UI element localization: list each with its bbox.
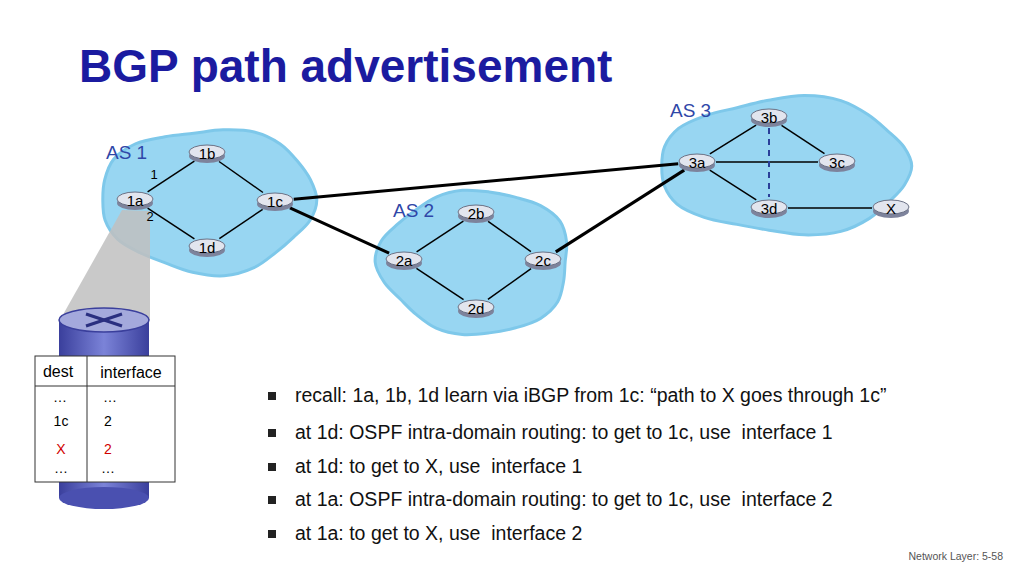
database-top xyxy=(59,308,149,332)
router-node: X xyxy=(872,197,910,219)
router-node: 1c xyxy=(256,190,294,212)
router-name: 2a xyxy=(396,253,413,268)
router-arrow xyxy=(86,314,122,326)
link-line xyxy=(416,268,463,299)
bullet-text: at 1d: to get to X, use interface 1 xyxy=(295,457,582,477)
cloud-outline xyxy=(375,190,567,335)
link-line xyxy=(290,208,389,253)
table-cell: … xyxy=(103,390,117,404)
router-node: 3c xyxy=(818,151,856,173)
router-name: 2b xyxy=(468,206,485,221)
table-header: interface xyxy=(100,365,161,381)
as-cloud: AS 3 3a 3b 3c 3d X xyxy=(655,92,917,240)
router-name: 1b xyxy=(199,146,216,161)
router-name: 1a xyxy=(127,193,144,208)
bullet-marker xyxy=(268,496,276,504)
link-line xyxy=(782,125,825,153)
as-label: AS 3 xyxy=(670,101,711,120)
router-name: 3b xyxy=(761,110,778,125)
router-node: 2a xyxy=(385,249,423,271)
router-node: 3a xyxy=(678,151,716,173)
cloud-outline xyxy=(103,130,317,276)
table-header: dest xyxy=(43,364,73,380)
bullet-marker xyxy=(268,429,276,437)
cloud-outline xyxy=(662,96,912,235)
router-name: 1d xyxy=(199,240,216,255)
router-name: 3a xyxy=(689,155,706,170)
router-node: 1d xyxy=(188,236,226,258)
router-node: 1a xyxy=(116,189,154,211)
bullet-marker xyxy=(268,392,276,400)
router-name: 2c xyxy=(535,253,551,268)
bullet-text: recall: 1a, 1b, 1d learn via iBGP from 1… xyxy=(295,386,886,406)
router-node: 2b xyxy=(457,202,495,224)
link-line xyxy=(710,170,756,200)
as-cloud: AS 2 2a 2b 2c 2d xyxy=(375,184,577,340)
link-line xyxy=(294,164,678,200)
bullet-text: at 1d: OSPF intra-domain routing: to get… xyxy=(295,423,833,443)
table-rule xyxy=(87,356,88,482)
as-label: AS 2 xyxy=(393,201,434,220)
link-line xyxy=(488,269,531,300)
table-cell: 2 xyxy=(104,442,112,456)
slide-title: BGP path advertisement xyxy=(79,43,612,89)
router-arrow xyxy=(86,314,122,326)
link-line xyxy=(788,207,872,209)
router-node: 3d xyxy=(750,197,788,219)
forwarding-table xyxy=(35,356,175,482)
table-cell: 2 xyxy=(104,414,112,428)
link-line xyxy=(219,162,263,193)
database-bottom xyxy=(59,487,149,509)
link-line xyxy=(417,221,464,252)
interface-number: 1 xyxy=(150,168,157,181)
table-cell: 1c xyxy=(54,414,69,428)
router-name: X xyxy=(886,201,896,216)
table-cell: … xyxy=(101,461,115,475)
table-cell: X xyxy=(56,442,65,456)
ibgp-session-line xyxy=(768,128,770,197)
bullet-marker xyxy=(268,530,276,538)
link-line xyxy=(556,170,684,252)
router-name: 2d xyxy=(468,301,485,316)
link-line xyxy=(716,161,818,163)
router-node: 2d xyxy=(457,297,495,319)
router-node: 1b xyxy=(188,142,226,164)
link-line xyxy=(148,161,195,192)
router-node: 3b xyxy=(750,106,788,128)
router-name: 1c xyxy=(267,194,283,209)
as-label: AS 1 xyxy=(106,143,147,162)
interface-number: 2 xyxy=(146,210,153,223)
slide-footer: Network Layer: 5-58 xyxy=(908,551,1003,562)
link-line xyxy=(488,221,531,251)
link-line xyxy=(710,125,756,154)
bullet-text: at 1a: OSPF intra-domain routing: to get… xyxy=(295,490,833,510)
zoom-cone xyxy=(60,210,150,320)
link-line xyxy=(219,209,262,238)
router-name: 3d xyxy=(761,201,778,216)
table-cell: … xyxy=(53,390,67,404)
link-line xyxy=(148,208,195,239)
router-node: 2c xyxy=(524,249,562,271)
bullet-text: at 1a: to get to X, use interface 2 xyxy=(295,524,582,544)
router-name: 3c xyxy=(829,155,845,170)
bullet-marker xyxy=(268,463,276,471)
table-rule xyxy=(35,386,175,387)
table-cell: … xyxy=(54,461,68,475)
